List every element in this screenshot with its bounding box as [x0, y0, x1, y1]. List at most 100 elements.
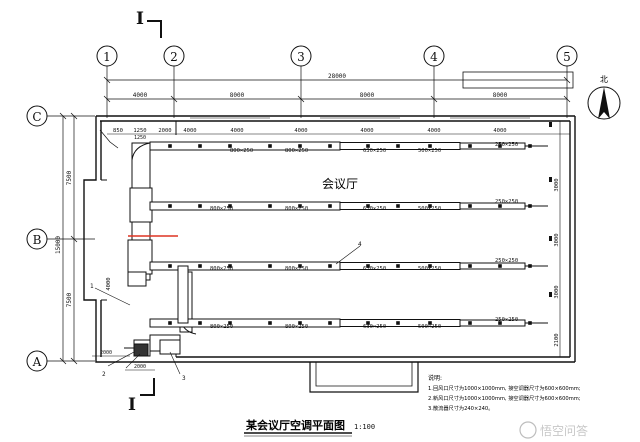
dim-right-1: 3000	[554, 178, 560, 191]
branch-duct-row3-seg2	[339, 262, 461, 270]
air-handler-unit	[133, 339, 181, 357]
diffuser-row4-8	[396, 321, 400, 325]
duct-label-r2-800b: 800×250	[285, 206, 308, 212]
diffuser-row1-8	[396, 144, 400, 148]
duct-label-r3-250: 250×250	[495, 258, 518, 264]
column-axis-5: 5	[556, 45, 578, 118]
section-arrow-top	[147, 20, 162, 38]
building-walls	[83, 115, 576, 363]
diffuser-row2-4	[268, 204, 272, 208]
diffuser-row2-3	[228, 204, 232, 208]
duct-label-r2-630: 630×250	[363, 206, 386, 212]
svg-text:1: 1	[103, 50, 111, 64]
svg-text:4: 4	[430, 50, 438, 64]
branch-duct-row1-seg2	[339, 142, 461, 150]
diffuser-row2-2	[198, 204, 202, 208]
dim-bay-3: 8000	[360, 92, 375, 99]
notes-title: 说明:	[428, 374, 442, 382]
duct-label-r1-500: 500×250	[418, 148, 441, 154]
diffuser-row1-4	[268, 144, 272, 148]
diffuser-row4-3	[228, 321, 232, 325]
north-label: 北	[600, 75, 608, 84]
section-mark-top: I	[136, 9, 144, 29]
door-swing	[99, 129, 119, 149]
duct-label-r4-250: 250×250	[495, 317, 518, 323]
notes-line-2: 2.新风口尺寸为1000×1000mm, 接空调器尺寸为600×600mm;	[428, 394, 581, 402]
diffuser-row2-12	[528, 204, 532, 208]
diffuser-row4-5	[298, 321, 302, 325]
vertical-connector-duct	[177, 265, 189, 324]
dim-room-2: 2000	[158, 128, 171, 134]
drawing-scale: 1:100	[354, 423, 375, 431]
diffuser-row1-9	[428, 144, 432, 148]
dim-room-8: 4000	[493, 128, 506, 134]
duct-label-r1-800a: 800×250	[230, 148, 253, 154]
diffuser-row4-7	[366, 321, 370, 325]
diffuser-row2-8	[396, 204, 400, 208]
dim-left-inner: 4000	[106, 277, 112, 290]
column-axis-2: 2	[163, 45, 185, 118]
notes-line-3: 3.散流器尺寸为240×240。	[428, 404, 493, 412]
left-dimensions	[59, 112, 78, 365]
diffuser-row3-2	[198, 264, 202, 268]
dim-left-lower: 7500	[66, 292, 73, 307]
diffuser-row1-7	[366, 144, 370, 148]
dim-bay-4: 8000	[493, 92, 508, 99]
notes-line-1: 1.回风口尺寸为1000×1000mm, 接空调器尺寸为600×600mm;	[428, 384, 581, 392]
right-wall-markers	[549, 122, 552, 297]
diffuser-row3-1	[168, 264, 172, 268]
diffuser-row4-6	[328, 321, 332, 325]
diffuser-row3-12	[528, 264, 532, 268]
dim-room-1: 1250	[133, 128, 146, 134]
diffuser-row3-5	[298, 264, 302, 268]
duct-label-r2-250: 250×250	[495, 199, 518, 205]
svg-text:B: B	[33, 233, 42, 247]
dim-room-4: 4000	[230, 128, 243, 134]
watermark: 悟空问答	[519, 421, 588, 439]
callouts	[94, 245, 361, 375]
duct-label-r1-630: 630×250	[363, 148, 386, 154]
svg-text:3: 3	[297, 50, 305, 64]
duct-label-r4-500: 500×250	[418, 324, 441, 330]
diffuser-row1-5	[298, 144, 302, 148]
notes-block: 说明: 1.回风口尺寸为1000×1000mm, 接空调器尺寸为600×600m…	[428, 374, 581, 412]
branch-duct-row4-seg2	[339, 319, 461, 327]
diffuser-row2-7	[366, 204, 370, 208]
diffuser-row4-1	[168, 321, 172, 325]
dim-room-7: 4000	[427, 128, 440, 134]
diffuser-row3-6	[328, 264, 332, 268]
duct-label-r3-800a: 800×250	[210, 266, 233, 272]
duct-label-r4-630: 630×250	[363, 324, 386, 330]
diffuser-row3-10	[468, 264, 472, 268]
diffuser-row2-10	[468, 204, 472, 208]
duct-label-r1-250: 250×250	[495, 142, 518, 148]
diffuser-row2-1	[168, 204, 172, 208]
duct-label-r4-800b: 800×250	[285, 324, 308, 330]
diffuser-row4-4	[268, 321, 272, 325]
dim-left-upper: 7500	[66, 170, 73, 185]
dim-bay-2: 8000	[230, 92, 245, 99]
diffuser-row1-3	[228, 144, 232, 148]
section-mark-bottom: I	[128, 395, 136, 415]
diffuser-row2-6	[328, 204, 332, 208]
dim-bottom-small: 2000	[100, 350, 112, 356]
duct-label-r2-800a: 800×250	[210, 206, 233, 212]
room-label: 会议厅	[322, 177, 358, 191]
callout-3: 3	[182, 375, 186, 382]
diffuser-row4-9	[428, 321, 432, 325]
diffuser-row4-2	[198, 321, 202, 325]
row-axis-C: C	[26, 105, 95, 127]
diffuser-row1-1	[168, 144, 172, 148]
diffuser-row4-11	[498, 321, 502, 325]
diffuser-row1-10	[468, 144, 472, 148]
diffuser-row1-12	[528, 144, 532, 148]
column-axis-4: 4	[423, 45, 445, 118]
diffuser-row3-8	[396, 264, 400, 268]
diffuser-row2-9	[428, 204, 432, 208]
duct-label-r3-500: 500×250	[418, 266, 441, 272]
dim-room-small: 1250	[134, 135, 146, 141]
diffuser-row4-12	[528, 321, 532, 325]
dim-total-width: 28000	[328, 73, 346, 80]
duct-label-r2-500: 500×250	[418, 206, 441, 212]
